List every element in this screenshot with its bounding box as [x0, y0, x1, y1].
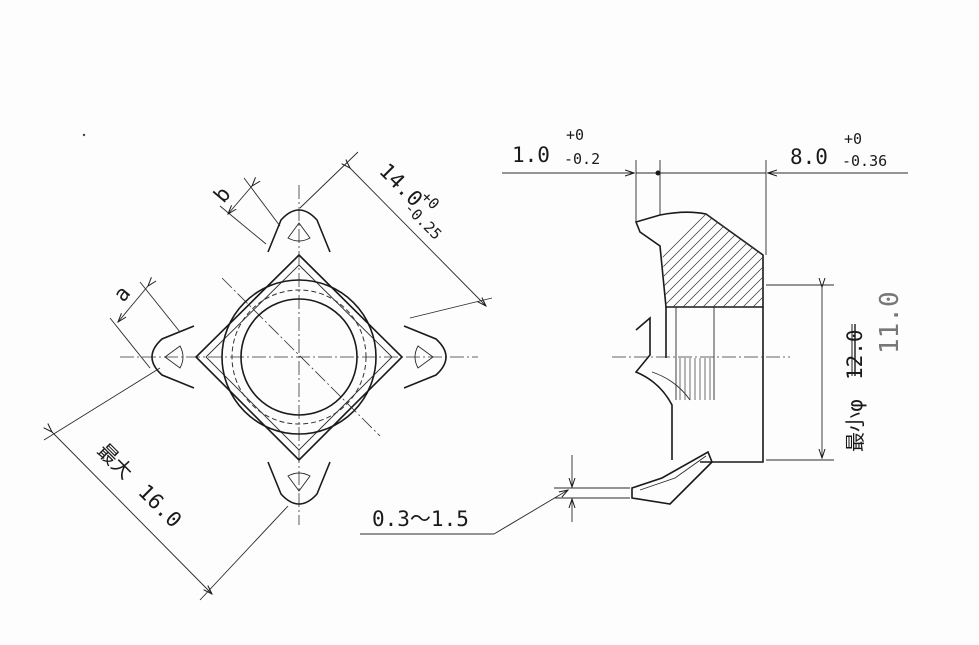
side-flange-curve [651, 371, 691, 401]
bottom-prong-inner [639, 455, 707, 491]
side-body-outline [665, 307, 764, 463]
front-view: 14.0 +0 -0.25 最大 16.0 a [44, 151, 493, 601]
prong-right [403, 325, 447, 389]
dim-a-group: a [109, 281, 181, 369]
dim-8-value: 8.0 [790, 145, 828, 169]
dim-14-group: 14.0 +0 -0.25 [299, 151, 493, 319]
leader-line [493, 490, 568, 535]
dim-gap-value: 0.3～1.5 [372, 507, 469, 531]
dim-1-tol-upper: +0 [566, 126, 584, 144]
side-view: 1.0 +0 -0.2 8.0 +0 -0.36 最小φ 12.0 11.0 0… [360, 126, 908, 535]
side-flange [634, 316, 673, 460]
nut-body-chamfer [205, 264, 393, 451]
bore-circle [240, 298, 358, 416]
dim-8-tol-lower: -0.36 [842, 152, 887, 170]
dim-a-label: a [109, 281, 136, 306]
section-chamfer-line [705, 213, 764, 256]
section-top-hatch [660, 214, 763, 307]
dim-1-value: 1.0 [512, 143, 550, 167]
dim-b-label: b [209, 182, 236, 207]
boss-outer-circle [221, 279, 377, 435]
thread-hidden-circle [231, 289, 367, 425]
prong-left [151, 325, 195, 389]
dim-14-value: 14.0 [374, 159, 427, 212]
dim-16-label: 最大 [92, 439, 137, 484]
dim-dot [655, 170, 661, 176]
dim-8-tol-upper: +0 [844, 130, 862, 148]
prong-top [267, 209, 331, 253]
dim-16-value: 16.0 [133, 480, 186, 533]
speck [82, 133, 86, 137]
prong-bottom [267, 461, 331, 505]
dim-dia-handwritten-value: 11.0 [875, 291, 905, 354]
section-top-outline [634, 211, 764, 308]
dim-b-group: b [209, 178, 281, 245]
bottom-prong [631, 450, 713, 505]
front-centerline-diag [221, 277, 381, 437]
dim-dia-label: 最小φ [843, 399, 867, 452]
dim-1-tol-lower: -0.2 [564, 150, 600, 168]
